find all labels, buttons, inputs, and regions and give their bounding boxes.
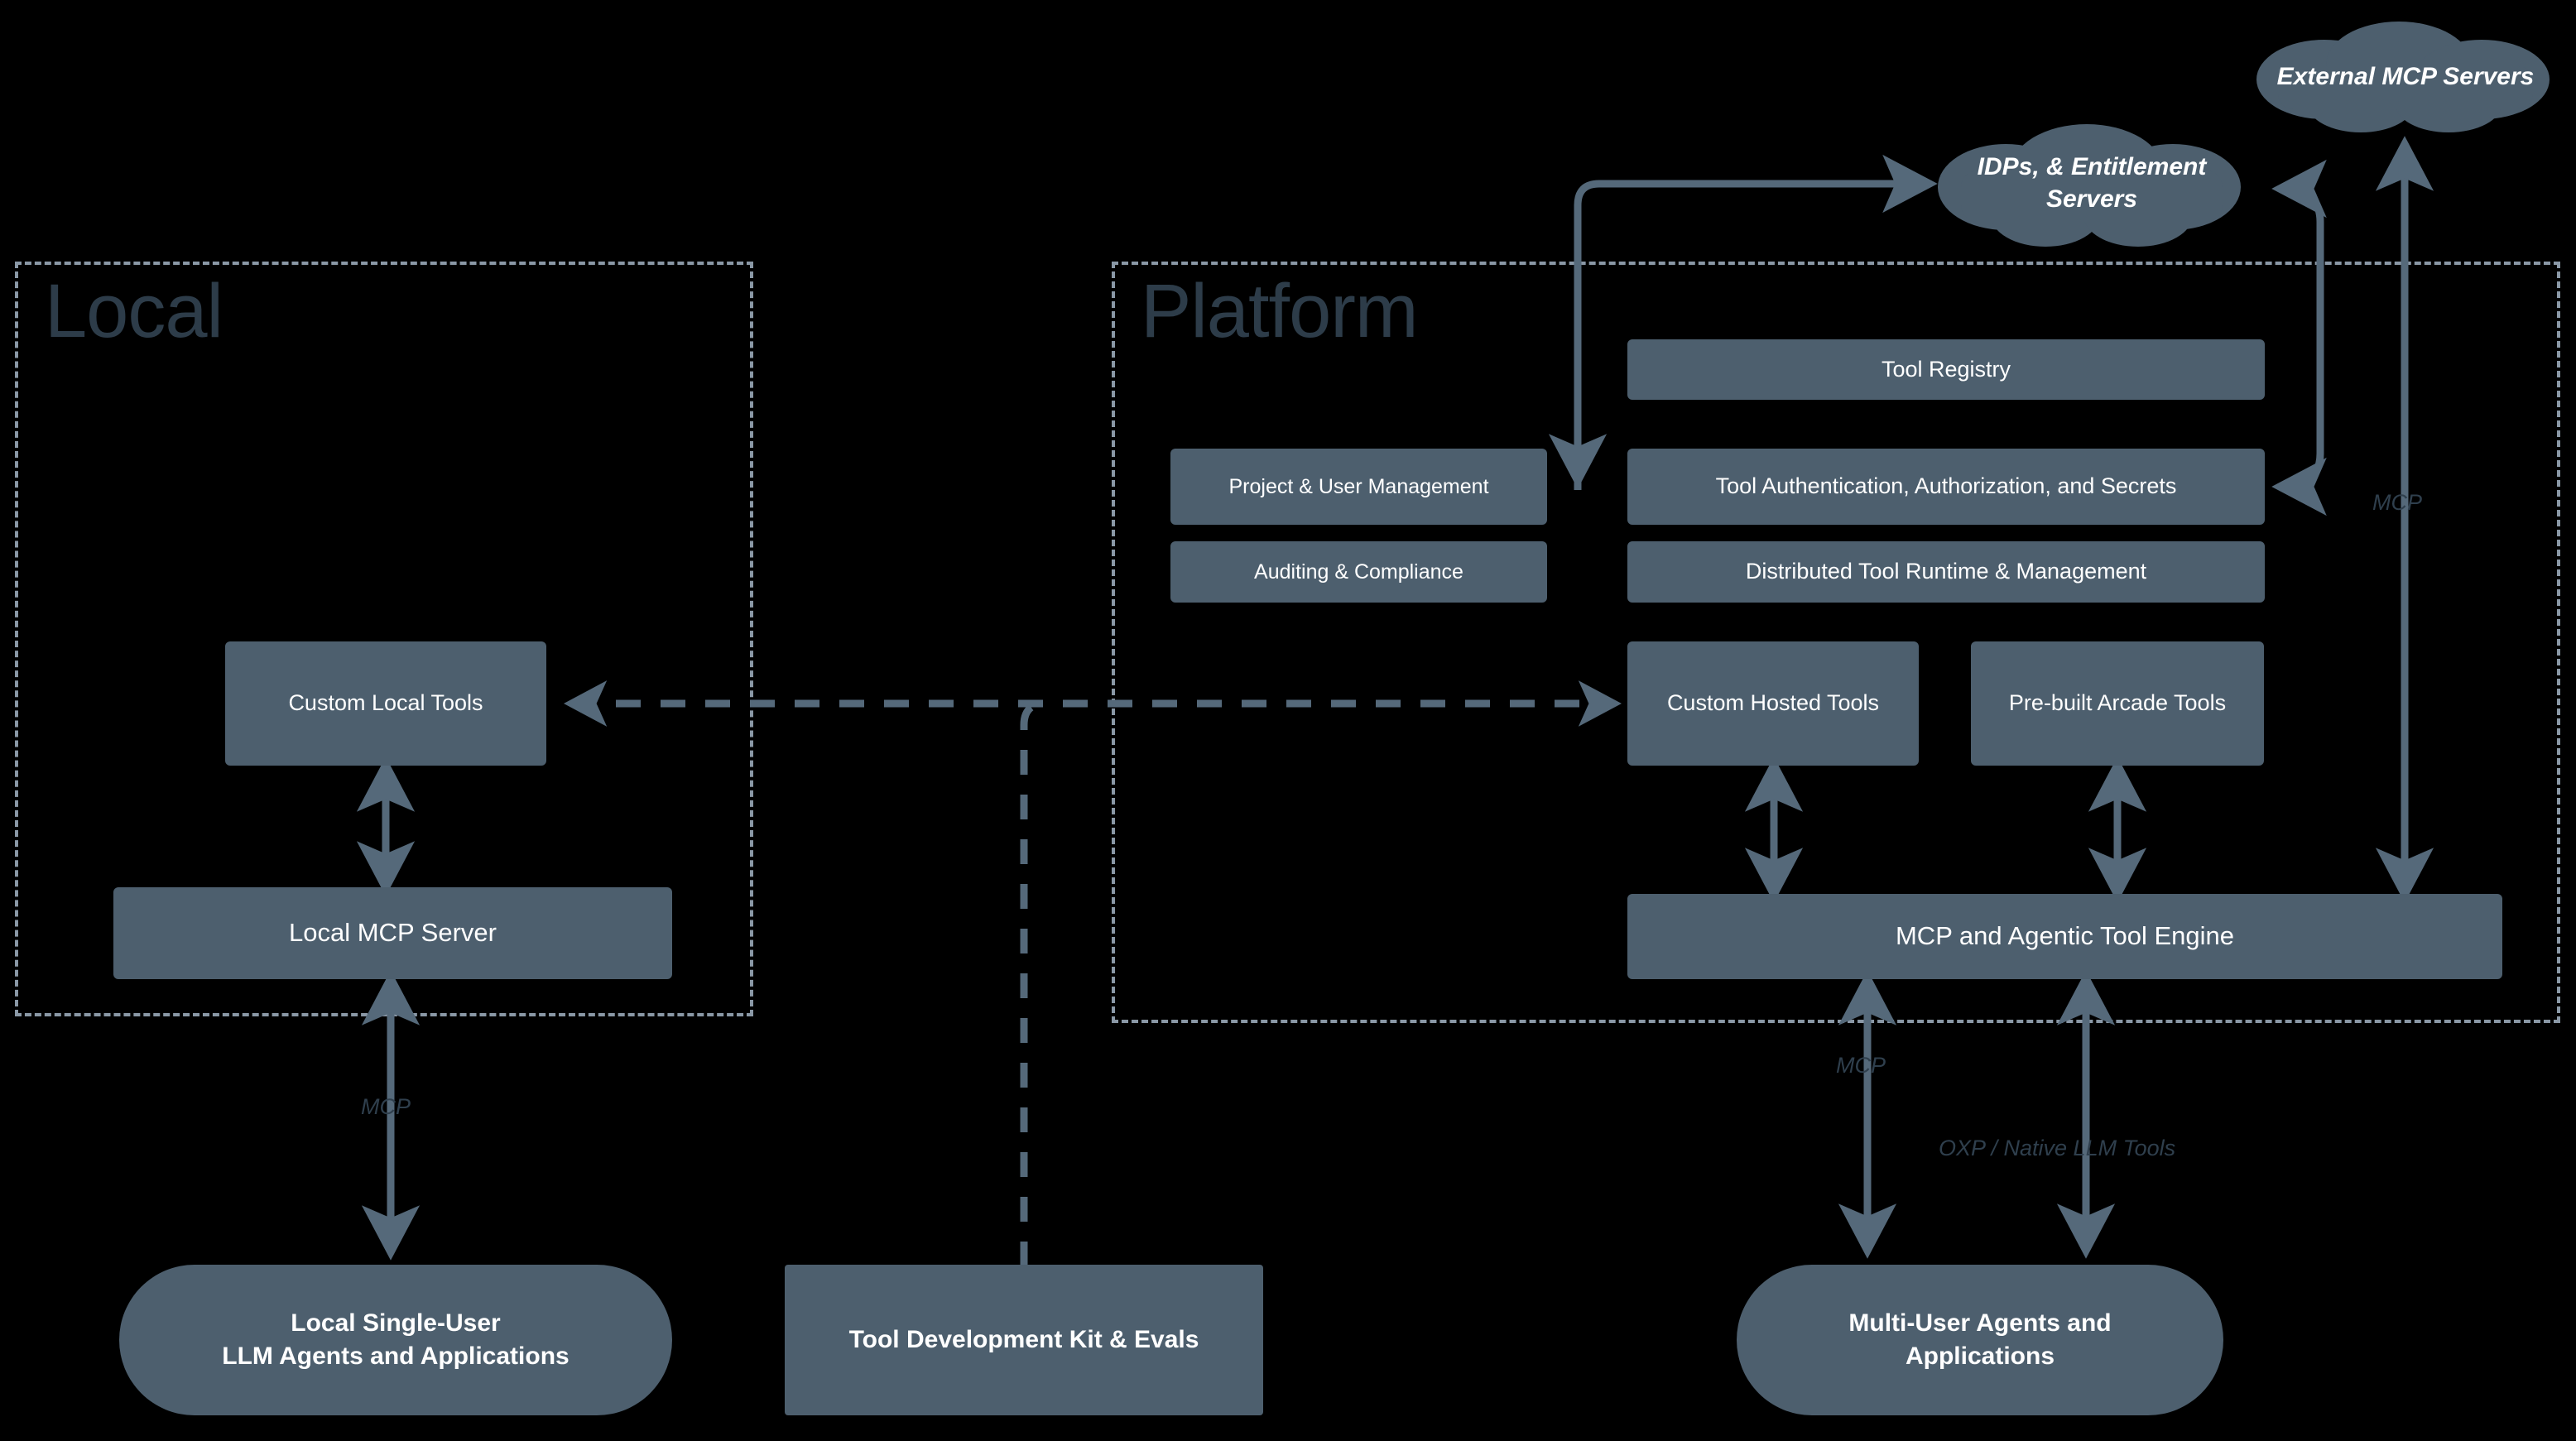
node-tool-registry[interactable]: Tool Registry	[1627, 339, 2265, 400]
node-prebuilt-arcade-tools[interactable]: Pre-built Arcade Tools	[1971, 641, 2264, 766]
zone-platform-title: Platform	[1141, 269, 1419, 353]
node-local-single-user-agents[interactable]: Local Single-User LLM Agents and Applica…	[119, 1265, 672, 1415]
node-custom-hosted-tools[interactable]: Custom Hosted Tools	[1627, 641, 1919, 766]
cloud-idps-line1: IDPs, & Entitlement	[1977, 153, 2207, 180]
cloud-idps-entitlement-servers[interactable]: IDPs, & Entitlement Servers	[1930, 116, 2254, 250]
edge-label-oxp-native-llm-tools: OXP / Native LLM Tools	[1939, 1136, 2176, 1160]
node-project-user-management[interactable]: Project & User Management	[1170, 449, 1547, 525]
local-agents-line1: Local Single-User	[291, 1309, 501, 1338]
cloud-shape-icon	[2256, 22, 2550, 132]
zone-platform	[1112, 262, 2560, 1023]
node-auditing-compliance[interactable]: Auditing & Compliance	[1170, 541, 1547, 603]
connector-tdk-to-bus	[1020, 699, 1046, 1266]
node-custom-local-tools[interactable]: Custom Local Tools	[225, 641, 546, 766]
node-mcp-agentic-tool-engine[interactable]: MCP and Agentic Tool Engine	[1627, 894, 2502, 979]
node-multi-user-agents-label: Multi-User Agents and Applications	[1848, 1307, 2111, 1372]
connector-tool-auth-to-idps	[2271, 159, 2327, 516]
connector-project-mgmt-to-idps	[1574, 154, 1938, 490]
local-agents-line2: LLM Agents and Applications	[222, 1343, 570, 1370]
node-multi-user-agents[interactable]: Multi-User Agents and Applications	[1737, 1265, 2223, 1415]
cloud-idps-line2: Servers	[2045, 185, 2138, 213]
multi-user-line1: Multi-User Agents and	[1848, 1309, 2112, 1338]
multi-user-line2: Applications	[1905, 1343, 2055, 1370]
node-distributed-tool-runtime[interactable]: Distributed Tool Runtime & Management	[1627, 541, 2265, 603]
node-tool-authentication[interactable]: Tool Authentication, Authorization, and …	[1627, 449, 2265, 525]
cloud-shape-icon	[1938, 124, 2241, 247]
cloud-idps-entitlement-servers-label: IDPs, & Entitlement Servers	[1956, 151, 2228, 215]
cloud-external-mcp-servers-label: External MCP Servers	[2276, 62, 2535, 90]
node-tool-development-kit[interactable]: Tool Development Kit & Evals	[785, 1265, 1263, 1415]
edge-label-mcp-platform: MCP	[1836, 1053, 1886, 1078]
cloud-external-mcp-servers[interactable]: External MCP Servers	[2245, 18, 2566, 134]
node-local-single-user-agents-label: Local Single-User LLM Agents and Applica…	[222, 1307, 569, 1372]
node-local-mcp-server[interactable]: Local MCP Server	[113, 887, 672, 979]
edge-label-mcp-external: MCP	[2372, 490, 2422, 515]
edge-label-mcp-local: MCP	[361, 1094, 411, 1119]
zone-local-title: Local	[45, 269, 223, 353]
